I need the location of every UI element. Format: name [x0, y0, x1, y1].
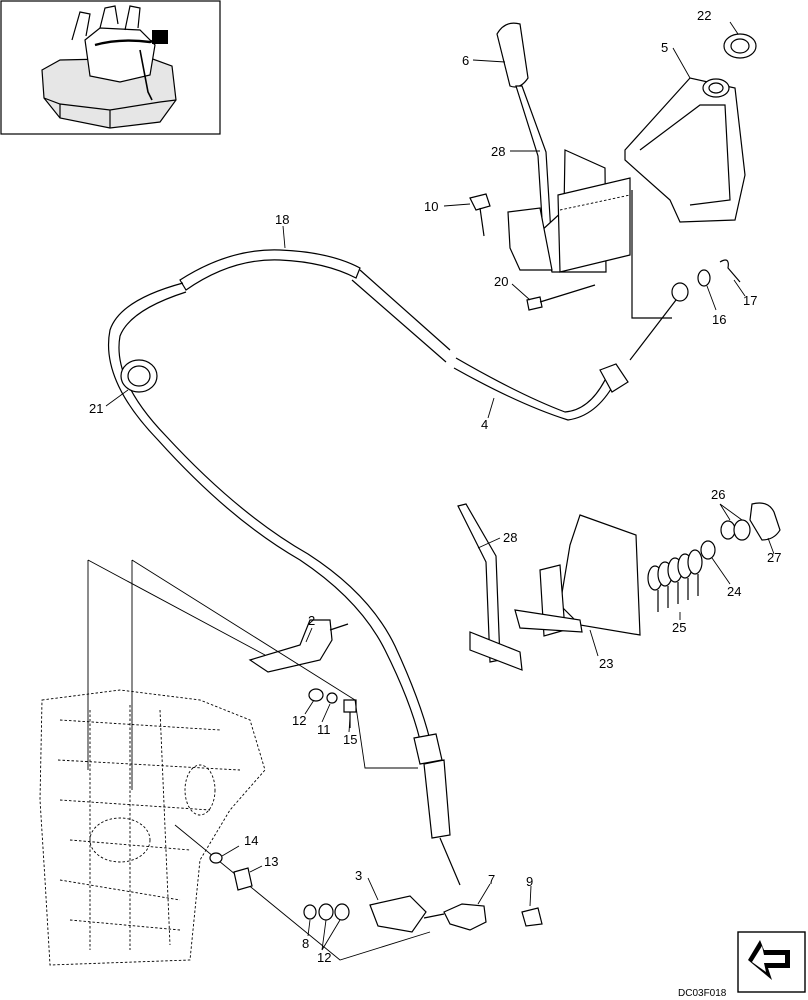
callout-2: 2	[308, 613, 315, 628]
callout-27: 27	[767, 550, 781, 565]
callout-28-lower: 28	[503, 530, 517, 545]
callout-12-upper: 12	[292, 713, 306, 728]
callout-9: 9	[526, 874, 533, 889]
callout-25: 25	[672, 620, 686, 635]
callout-18: 18	[275, 212, 289, 227]
callout-26: 26	[711, 487, 725, 502]
callout-17: 17	[743, 293, 757, 308]
callout-8: 8	[302, 936, 309, 951]
callout-13: 13	[264, 854, 278, 869]
lower-lever-assembly	[457, 502, 781, 671]
callout-21: 21	[89, 401, 103, 416]
callout-16: 16	[712, 312, 726, 327]
callout-15: 15	[343, 732, 357, 747]
callout-22: 22	[697, 8, 711, 23]
callout-5: 5	[661, 40, 668, 55]
callout-28-upper: 28	[491, 144, 505, 159]
cable-bracket-2	[248, 619, 357, 728]
callout-20: 20	[494, 274, 508, 289]
upper-lever-assembly	[469, 22, 757, 361]
orientation-arrow-box	[737, 931, 806, 993]
engine-outline	[39, 559, 431, 966]
drawing-code: DC03F018	[678, 988, 727, 999]
callout-24: 24	[727, 584, 741, 599]
callout-11: 11	[317, 722, 331, 737]
callout-23: 23	[599, 656, 613, 671]
callout-14: 14	[244, 833, 258, 848]
callout-4: 4	[481, 417, 488, 432]
lower-hardware	[209, 852, 543, 933]
leader-lines	[105, 21, 775, 951]
callout-7: 7	[488, 872, 495, 887]
callout-6: 6	[462, 53, 469, 68]
callout-12-lower: 12	[317, 950, 331, 965]
control-cable	[107, 249, 629, 886]
callout-3: 3	[355, 868, 362, 883]
machine-location-inset	[0, 0, 221, 135]
callout-10: 10	[424, 199, 438, 214]
callout-labels: 22 5 6 28 10 18 20 17 16 21 4 26 28 27 2…	[89, 8, 781, 965]
